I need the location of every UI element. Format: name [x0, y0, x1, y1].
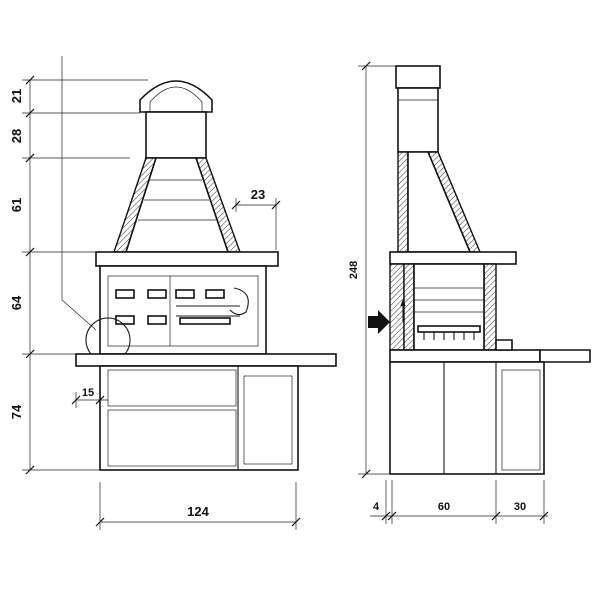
side-counter: [389, 349, 541, 363]
width-124: 124: [187, 504, 209, 519]
side-direction-arrow: [368, 310, 390, 334]
height-61: 61: [9, 198, 24, 212]
side-back-wall: [389, 263, 405, 351]
offset-15: 15: [82, 387, 94, 399]
height-28: 28: [9, 129, 24, 143]
side-grill-grate: [417, 325, 481, 340]
height-dimensions: 21 28 61 64 74: [9, 56, 148, 475]
base-counter: [75, 353, 337, 367]
chimney-depth-dimension: 23: [231, 187, 281, 250]
base-cabinet: [99, 365, 299, 471]
front-view: 21 28 61 64 74 23 15: [9, 56, 337, 530]
width-dimension: 124: [95, 482, 301, 530]
offset-dimension: 15: [71, 387, 108, 408]
depth-dimensions: 4 60 30: [370, 480, 549, 524]
depth-4: 4: [373, 501, 380, 513]
height-64: 64: [9, 295, 24, 310]
side-top-slab: [389, 251, 517, 265]
height-21: 21: [9, 89, 24, 103]
depth-60: 60: [438, 501, 450, 513]
side-fire-chamber: [413, 263, 485, 351]
chimney-neck: [145, 111, 207, 159]
total-height-dimension: 248: [348, 61, 396, 479]
side-shelf: [539, 349, 591, 363]
side-view: 248 4 60 30: [348, 61, 591, 524]
side-front-wall: [483, 263, 497, 351]
side-hook: [229, 287, 249, 316]
grate-brackets: [115, 289, 240, 325]
height-248: 248: [348, 261, 360, 279]
height-74: 74: [9, 404, 24, 419]
depth-30: 30: [514, 501, 526, 513]
fire-chamber: [99, 265, 267, 355]
side-hood-back-wall: [397, 151, 409, 253]
depth-23: 23: [251, 187, 265, 202]
side-base: [389, 361, 545, 475]
side-chimney-neck: [397, 87, 439, 153]
fire-top-slab: [95, 251, 279, 267]
side-chimney-cap: [395, 65, 441, 89]
chimney-arch-cap: [139, 80, 213, 113]
